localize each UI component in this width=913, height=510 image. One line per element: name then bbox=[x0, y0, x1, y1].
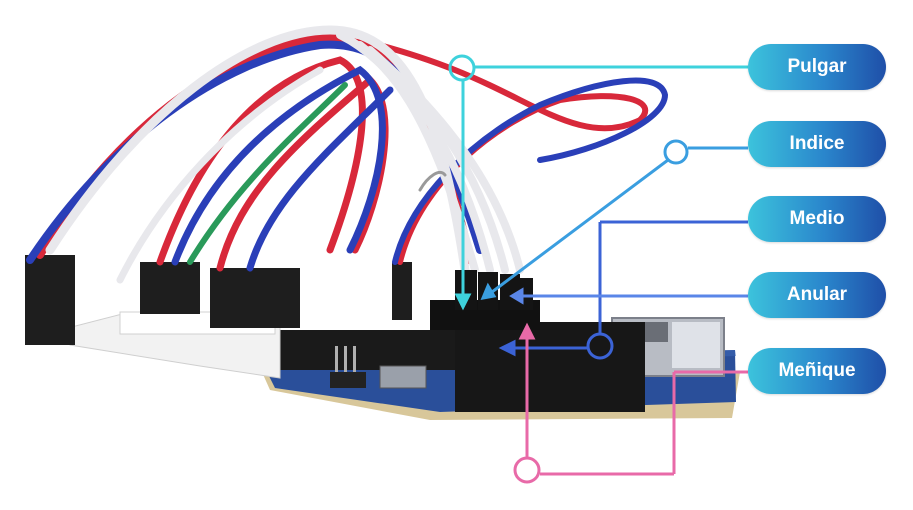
medio-leader bbox=[498, 220, 748, 360]
label-anular: Anular bbox=[748, 272, 886, 318]
icsp-pins bbox=[330, 346, 366, 388]
wire-bundle bbox=[26, 25, 669, 284]
connector-blocks bbox=[25, 255, 412, 345]
pin-header-right bbox=[455, 322, 645, 412]
menique-leader bbox=[513, 322, 748, 484]
arduino-board bbox=[262, 300, 740, 420]
label-medio: Medio bbox=[748, 196, 886, 242]
label-pulgar: Pulgar bbox=[748, 44, 886, 90]
crystal-component bbox=[379, 365, 427, 389]
label-indice: Indice bbox=[748, 121, 886, 167]
indice-leader bbox=[480, 139, 748, 300]
label-menique: Meñique bbox=[748, 348, 886, 394]
pulgar-leader bbox=[448, 54, 748, 311]
pin-header-left bbox=[275, 330, 455, 370]
anular-leader bbox=[509, 287, 748, 305]
